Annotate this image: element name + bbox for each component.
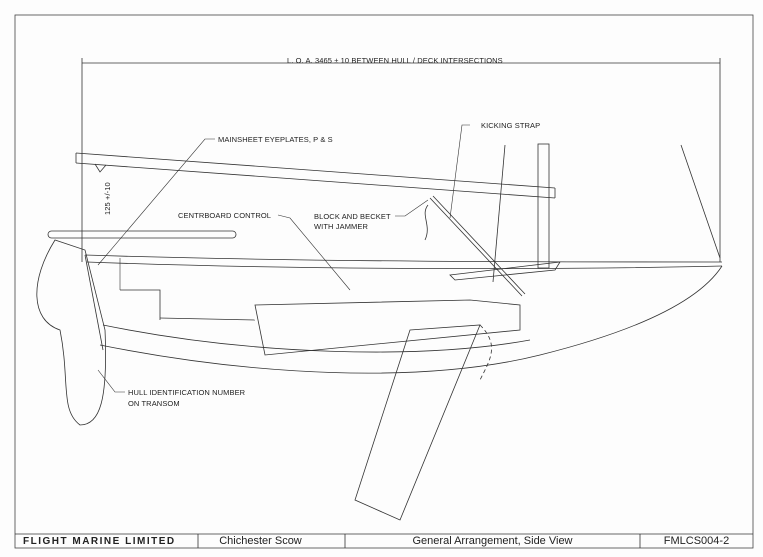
sheet-border [14,14,754,549]
rudder [36,239,106,426]
kicking-strap-label: KICKING STRAP [481,121,541,130]
block-becket-label-2: WITH JAMMER [314,222,369,231]
boat-name: Chichester Scow [219,535,302,547]
hull-id-label: HULL IDENTIFICATION NUMBER [128,388,246,397]
kicking-strap [429,197,523,297]
loa-dimension-label: L. O. A. 3465 ± 10 BETWEEN HULL / DECK I… [287,56,503,65]
drawing-number: FMLCS004-2 [663,535,730,547]
hull-id-label-2: ON TRANSOM [128,399,180,408]
tiller [47,230,237,239]
mainsheet-eyeplates-label: MAINSHEET EYEPLATES, P & S [218,135,333,144]
block-becket-label: BLOCK AND BECKET [314,212,391,221]
centreboard [354,324,481,521]
hull [84,254,723,374]
boom [75,152,556,199]
centreboard-control-label: CENTRBOARD CONTROL [178,211,272,220]
mast [537,143,550,269]
shroud [492,144,506,283]
sheet-title: General Arrangement, Side View [412,535,573,547]
company-logo: FLIGHT MARINE LIMITED [23,535,176,547]
forestay [680,144,721,259]
height-dimension-label: 125 +/-10 [103,182,112,215]
